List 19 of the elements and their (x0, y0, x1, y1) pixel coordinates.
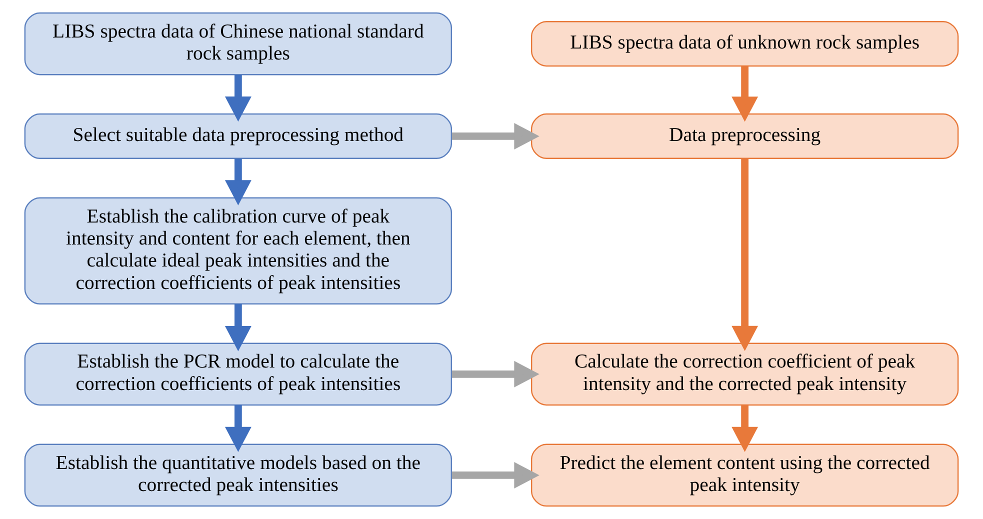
arrow (452, 360, 540, 388)
node-box: Data preprocessing (530, 113, 959, 160)
arrow (224, 158, 252, 206)
node-box: LIBS spectra data of Chinese national standard rock samples (24, 12, 452, 76)
arrow (224, 404, 252, 452)
arrow (452, 462, 540, 488)
arrow (224, 304, 252, 352)
node-box: LIBS spectra data of unknown rock samples (530, 20, 959, 67)
arrow (732, 158, 758, 352)
node-box: Calculate the correction coefficient of peak intensity and the corrected peak intensity (530, 342, 959, 406)
arrow (452, 122, 540, 150)
node-box: Select suitable data preprocessing method (24, 113, 452, 160)
node-box: Predict the element content using the corrected peak intensity (530, 444, 959, 507)
arrow (732, 66, 758, 122)
node-box: Establish the calibration curve of peak intensity and content for each element, then calculate ideal peak intensities and the correction coefficients of peak intensities (24, 197, 452, 304)
node-box: Establish the quantitative models based on the corrected peak intensities (24, 444, 452, 507)
arrow (732, 404, 758, 452)
arrow (224, 74, 252, 122)
node-box: Establish the PCR model to calculate the correction coefficients of peak intensities (24, 342, 452, 406)
